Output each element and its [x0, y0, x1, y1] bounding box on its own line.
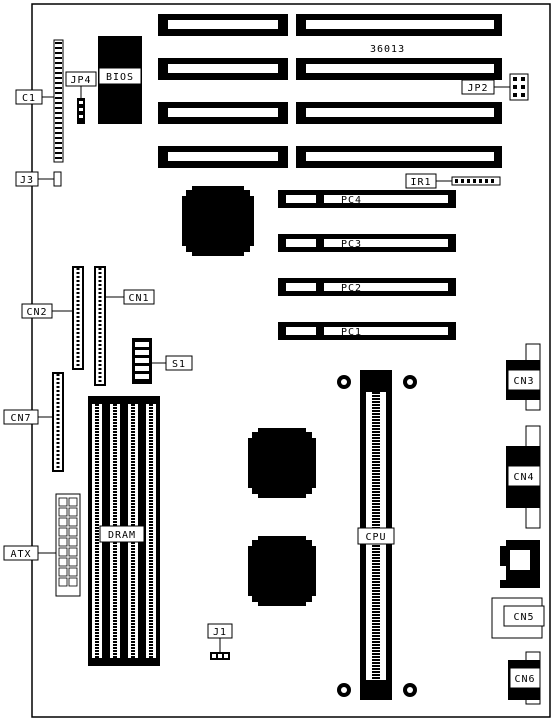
cpu-slot: CPU — [337, 370, 417, 700]
pci-slot-3: PC3 — [278, 234, 456, 252]
pci-slot-4: PC4 — [278, 190, 456, 208]
j1-jumper: J1 — [207, 623, 233, 660]
chipset-top — [182, 186, 254, 256]
svg-text:JP2: JP2 — [467, 83, 488, 94]
cn1-connector: CN1 — [94, 266, 155, 386]
s1-switch: S1 — [132, 338, 193, 384]
atx-connector: ATX — [3, 493, 81, 597]
cn4-connector: CN4 — [506, 425, 541, 529]
svg-text:CN4: CN4 — [513, 472, 534, 483]
svg-text:DRAM: DRAM — [108, 530, 136, 541]
svg-text:PC3: PC3 — [341, 239, 362, 250]
dram-slots: DRAM — [88, 396, 160, 666]
svg-text:CN5: CN5 — [513, 612, 534, 623]
svg-text:J1: J1 — [213, 627, 227, 638]
jp4-jumper: JP4 — [65, 71, 97, 124]
jp2-jumper: JP2 — [461, 73, 529, 101]
chipset-middle — [248, 428, 316, 498]
j3-connector: J3 — [15, 171, 62, 187]
svg-text:PC1: PC1 — [341, 327, 362, 338]
isa-slots-right — [296, 14, 502, 168]
cn6-connector: CN6 — [508, 651, 541, 705]
svg-text:CN1: CN1 — [128, 293, 149, 304]
cn5-connector: CN5 — [491, 597, 545, 639]
svg-text:PC4: PC4 — [341, 195, 362, 206]
svg-text:C1: C1 — [22, 93, 36, 104]
cn2-connector: CN2 — [21, 266, 84, 370]
isa-slots-left — [158, 14, 288, 168]
chipset-lower — [248, 536, 316, 606]
svg-text:CN2: CN2 — [26, 307, 47, 318]
cn7-connector: CN7 — [3, 372, 64, 472]
bios-label: BIOS — [106, 72, 134, 83]
svg-text:S1: S1 — [172, 359, 186, 370]
svg-text:J3: J3 — [20, 175, 34, 186]
svg-text:CN7: CN7 — [10, 413, 31, 424]
c1-callout: C1 — [15, 89, 54, 105]
board-id: 36013 — [370, 44, 405, 55]
svg-text:CN6: CN6 — [514, 674, 535, 685]
pci-slot-2: PC2 — [278, 278, 456, 296]
ir1-connector: IR1 — [405, 173, 501, 189]
svg-text:PC2: PC2 — [341, 283, 362, 294]
svg-text:JP4: JP4 — [70, 75, 91, 86]
svg-text:IR1: IR1 — [410, 177, 431, 188]
ps2-connector — [500, 540, 540, 588]
svg-text:CPU: CPU — [365, 532, 386, 543]
svg-text:ATX: ATX — [10, 549, 31, 560]
cn3-connector: CN3 — [506, 343, 541, 411]
bios-chip: BIOS — [98, 36, 142, 124]
c1-connector — [53, 39, 64, 163]
pci-slot-1: PC1 — [278, 322, 456, 340]
svg-text:CN3: CN3 — [513, 376, 534, 387]
